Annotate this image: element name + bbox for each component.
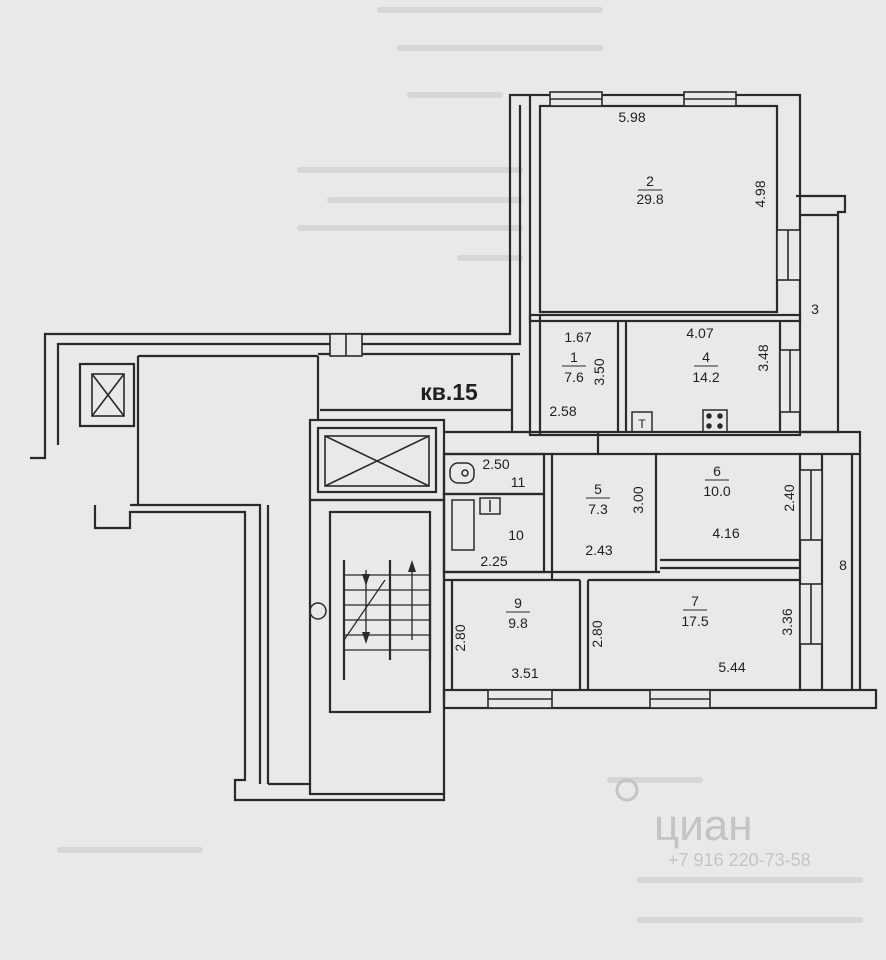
watermark-phone: +7 916 220-73-58	[668, 850, 811, 870]
watermark: циан +7 916 220-73-58	[615, 778, 811, 870]
walls	[30, 93, 878, 802]
dimension: 1.67	[564, 329, 591, 345]
dimension: 2.80	[589, 620, 605, 647]
dimension-labels: 5.98 4.98 1.67 3.50 2.58 4.07 3.48 2.50 …	[452, 109, 797, 681]
dimension: 4.98	[752, 180, 768, 207]
toilet-icon	[449, 462, 475, 484]
dimension: 2.58	[549, 403, 576, 419]
dimension: 5.98	[618, 109, 645, 125]
dimension: 4.07	[686, 325, 713, 341]
room-area: 29.8	[636, 191, 663, 207]
dimension: 4.16	[712, 525, 739, 541]
dimension: 3.51	[511, 665, 538, 681]
room-number: 4	[702, 349, 710, 365]
stair-arrow-icon	[362, 560, 416, 644]
watermark-brand: циан	[654, 801, 753, 850]
bathtub-icon	[451, 499, 475, 551]
room-number: 3	[811, 301, 819, 317]
elevator-icon	[91, 373, 430, 487]
dimension: 2.25	[480, 553, 507, 569]
apartment-label: кв.15	[420, 379, 478, 405]
room-area: 17.5	[681, 613, 708, 629]
dimension: 3.48	[755, 344, 771, 371]
stove-letter: T	[638, 417, 646, 431]
stove-left-icon	[631, 411, 653, 433]
room-number: 1	[570, 349, 578, 365]
dimension: 2.80	[452, 624, 468, 651]
room-number: 5	[594, 481, 602, 497]
stairs-icon	[343, 570, 430, 651]
room-number: 9	[514, 595, 522, 611]
room-area: 9.8	[508, 615, 528, 631]
fixtures	[449, 409, 728, 551]
room-area: 7.3	[588, 501, 608, 517]
dimension: 2.40	[781, 484, 797, 511]
room-number: 2	[646, 173, 654, 189]
room-labels: кв.15 2 29.8 3 1 7.6 4 14.2 11 5 7.3 6 1…	[420, 173, 847, 631]
pipe-icon	[309, 602, 327, 620]
room-area: 10.0	[703, 483, 730, 499]
dimension: 2.43	[585, 542, 612, 558]
background-document-text	[57, 7, 863, 923]
sink-icon	[479, 497, 501, 515]
room-number: 11	[511, 474, 526, 490]
room-area: 14.2	[692, 369, 719, 385]
dimension: 3.00	[630, 486, 646, 513]
dimension: 3.36	[779, 608, 795, 635]
dimension: 5.44	[718, 659, 745, 675]
room-number: 10	[508, 527, 524, 543]
dimension: 2.50	[482, 456, 509, 472]
dimension: 3.50	[591, 358, 607, 385]
watermark-pin-icon	[615, 778, 639, 802]
room-area: 7.6	[564, 369, 584, 385]
stove-icon	[702, 409, 728, 433]
room-number: 6	[713, 463, 721, 479]
room-number: 8	[839, 557, 847, 573]
room-number: 7	[691, 593, 699, 609]
windows	[329, 91, 823, 709]
